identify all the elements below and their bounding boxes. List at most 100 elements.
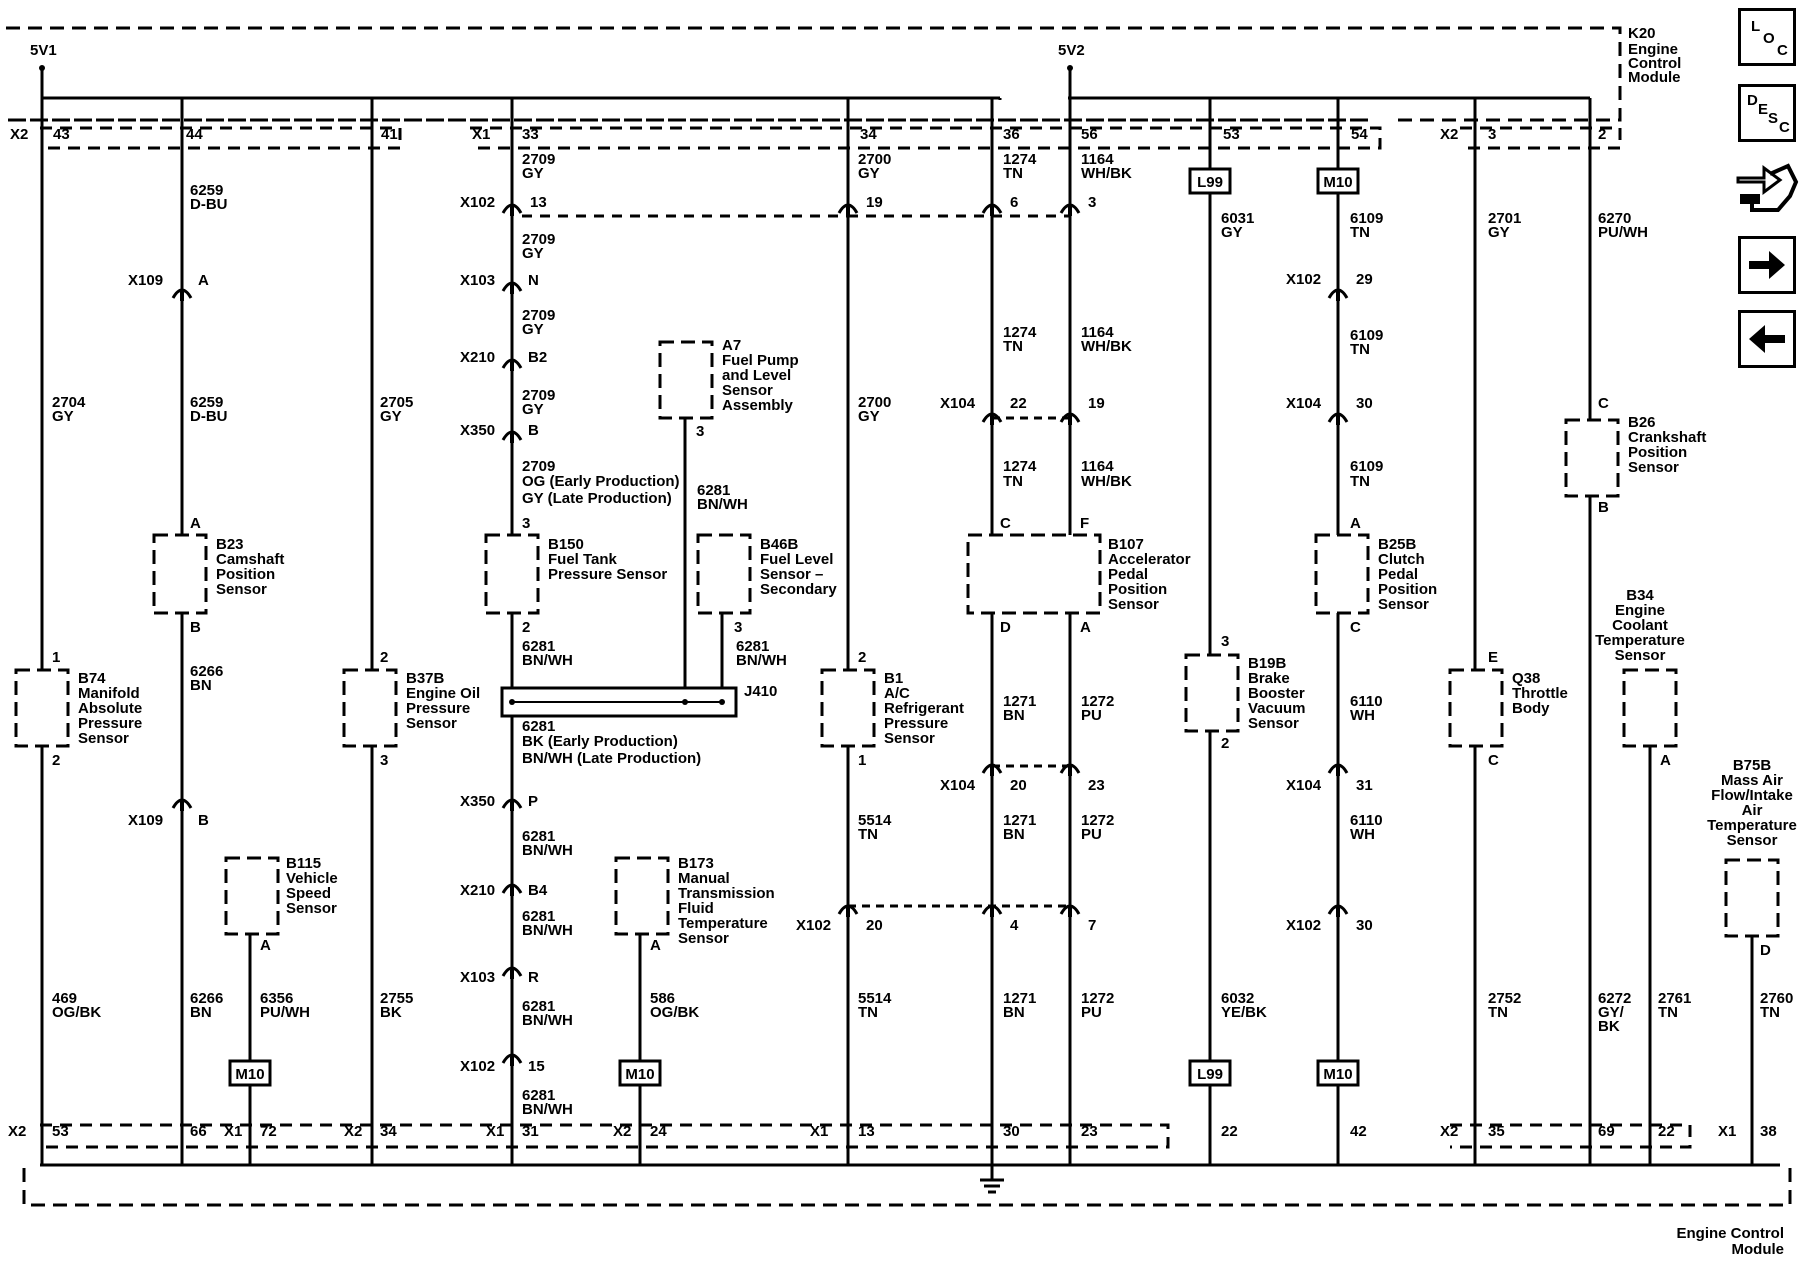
wire-label: 6281 bbox=[522, 718, 555, 735]
component-name: Pressure Sensor bbox=[548, 566, 667, 583]
ecm-top-frame bbox=[6, 26, 1622, 122]
bottom-pin-number: 23 bbox=[1081, 1123, 1098, 1140]
ground-ref-label: M10 bbox=[1323, 174, 1352, 191]
wire-label: GY/ bbox=[1598, 1004, 1625, 1021]
component-name: Accelerator bbox=[1108, 551, 1191, 568]
wire-label: BN/WH bbox=[522, 652, 573, 669]
wire-label: 6110 bbox=[1350, 812, 1383, 829]
right-arrow-icon bbox=[1749, 251, 1785, 279]
wire-label: BN bbox=[1003, 826, 1025, 843]
inline-connector-label: X102 bbox=[1286, 271, 1321, 288]
wire-label: TN bbox=[1658, 1004, 1678, 1021]
wire-label: 6109 bbox=[1350, 327, 1383, 344]
component-name: Manual bbox=[678, 870, 730, 887]
top-pin-number: 56 bbox=[1081, 126, 1098, 143]
inline-connector-label: X102 bbox=[460, 1058, 495, 1075]
inline-connector-fork bbox=[1059, 904, 1081, 915]
wire-label: WH/BK bbox=[1081, 338, 1132, 355]
component-box bbox=[1314, 533, 1370, 615]
component-name: Coolant bbox=[1612, 617, 1668, 634]
desc-letter-s: S bbox=[1768, 110, 1779, 127]
component-name: Temperature bbox=[1707, 817, 1797, 834]
wire-label: GY bbox=[858, 408, 880, 425]
wire-label: 469 bbox=[52, 990, 77, 1007]
component-name: Sensor bbox=[406, 715, 457, 732]
bottom-pin-number: 13 bbox=[858, 1123, 875, 1140]
component-pin: F bbox=[1080, 515, 1089, 532]
loc-letter-o: O bbox=[1763, 30, 1775, 47]
connector-pin bbox=[1336, 767, 1340, 776]
connector-pin bbox=[990, 207, 994, 216]
wire-label: 1272 bbox=[1081, 812, 1114, 829]
component-name: Transmission bbox=[678, 885, 775, 902]
component-name: Engine Oil bbox=[406, 685, 480, 702]
wire-label: 5514 bbox=[858, 812, 892, 829]
component-pin: 3 bbox=[696, 423, 704, 440]
bottom-pin-number: 53 bbox=[52, 1123, 69, 1140]
wire-label: TN bbox=[1350, 341, 1370, 358]
wire-label: TN bbox=[1003, 338, 1023, 355]
ground-ref-box bbox=[1188, 1059, 1232, 1087]
x2-bottom-label: X2 bbox=[613, 1123, 631, 1140]
inline-connector-label: A bbox=[198, 272, 209, 289]
wire-label: TN bbox=[1003, 165, 1023, 182]
previous-page-button[interactable] bbox=[1738, 310, 1796, 368]
component-pin: E bbox=[1488, 649, 1498, 666]
connector-pin bbox=[510, 207, 514, 216]
inline-connector-fork bbox=[501, 358, 523, 369]
component-box bbox=[14, 668, 70, 748]
bottom-pin-number: 38 bbox=[1760, 1123, 1777, 1140]
component-ref: B115 bbox=[286, 855, 321, 872]
inline-connector-label: 19 bbox=[866, 194, 883, 211]
component-name: Fuel Level bbox=[760, 551, 833, 568]
component-pin: 3 bbox=[380, 752, 388, 769]
inline-connector-fork bbox=[837, 203, 859, 214]
ecm-bottom-connector-strip bbox=[40, 1123, 1692, 1149]
wire-label: 6031 bbox=[1221, 210, 1254, 227]
component-ref: B37B bbox=[406, 670, 445, 687]
inline-connector-label: X104 bbox=[940, 777, 976, 794]
wire-label: 2700 bbox=[858, 394, 891, 411]
wire-label: BN/WH (Late Production) bbox=[522, 750, 701, 767]
component-pin: 1 bbox=[52, 649, 60, 666]
component-name: Temperature bbox=[678, 915, 768, 932]
wire-label: BN/WH bbox=[697, 496, 748, 513]
component-name: Assembly bbox=[722, 397, 794, 414]
inline-connector-fork bbox=[501, 883, 523, 894]
component-name: Body bbox=[1512, 700, 1550, 717]
inline-connector-fork bbox=[837, 904, 859, 915]
inline-connector-label: J410 bbox=[744, 683, 777, 700]
wire-label: WH bbox=[1350, 826, 1375, 843]
description-button[interactable]: D E S C bbox=[1738, 84, 1796, 142]
bottom-pin-number: 42 bbox=[1350, 1123, 1367, 1140]
top-pin-number: 43 bbox=[53, 126, 70, 143]
component-ref: B46B bbox=[760, 536, 799, 553]
wire-label: GY (Late Production) bbox=[522, 490, 672, 507]
component-name: Pressure bbox=[78, 715, 142, 732]
5v2-label: 5V2 bbox=[1058, 42, 1085, 59]
connector-view-icon[interactable] bbox=[1734, 160, 1800, 220]
inline-connector-label: B bbox=[528, 422, 539, 439]
inline-connector-label: X103 bbox=[460, 969, 495, 986]
wire-label: BK bbox=[1598, 1018, 1620, 1035]
component-ref: B107 bbox=[1108, 536, 1144, 553]
wire-label: 6272 bbox=[1598, 990, 1631, 1007]
ground-ref-label: L99 bbox=[1197, 174, 1223, 191]
component-ref: B75B bbox=[1733, 757, 1772, 774]
wire-label: 6281 bbox=[522, 1087, 555, 1104]
next-page-button[interactable] bbox=[1738, 236, 1796, 294]
x2-bottom-label: X2 bbox=[8, 1123, 26, 1140]
component-ref: B74 bbox=[78, 670, 106, 687]
component-pin: B bbox=[1598, 499, 1609, 516]
component-ref: B26 bbox=[1628, 414, 1656, 431]
wire-label: 2760 bbox=[1760, 990, 1793, 1007]
component-name: Air bbox=[1742, 802, 1763, 819]
component-name: Sensor bbox=[1615, 647, 1666, 664]
bottom-pin-number: 30 bbox=[1003, 1123, 1020, 1140]
ecm-name: Engine bbox=[1628, 41, 1678, 58]
component-name: Clutch bbox=[1378, 551, 1425, 568]
component-pin: C bbox=[1598, 395, 1609, 412]
location-button[interactable]: L O C bbox=[1738, 8, 1796, 66]
component-ref: B25B bbox=[1378, 536, 1417, 553]
wire-label: 6281 bbox=[697, 482, 730, 499]
